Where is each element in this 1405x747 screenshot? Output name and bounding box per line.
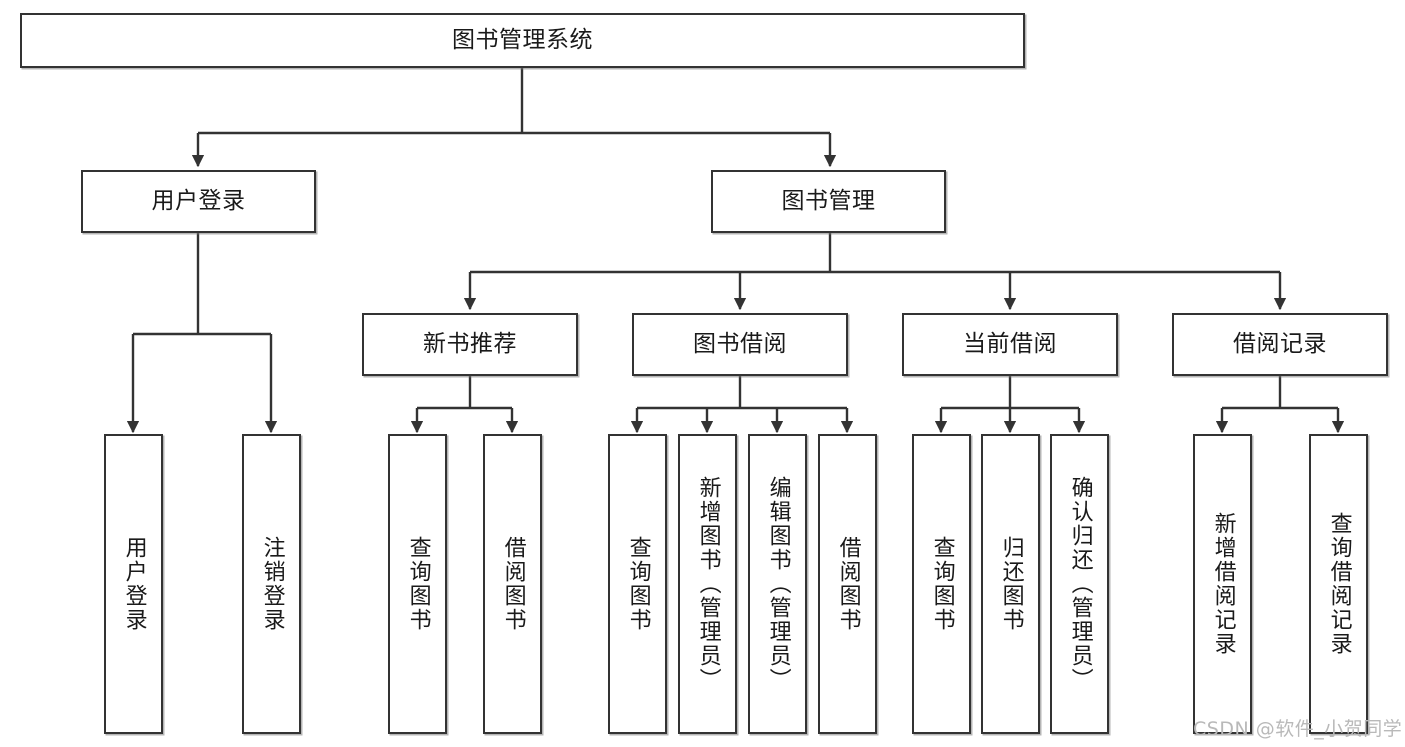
node-label: 借阅图书 bbox=[500, 536, 526, 632]
node-new-book-recommend[interactable]: 新书推荐 bbox=[362, 313, 578, 376]
node-label: 确认归还（管理员） bbox=[1067, 476, 1093, 692]
node-label: 新增图书（管理员） bbox=[695, 476, 721, 692]
node-root-system[interactable]: 图书管理系统 bbox=[20, 13, 1025, 68]
node-label: 查询图书 bbox=[929, 536, 955, 632]
node-label: 当前借阅 bbox=[963, 330, 1057, 357]
node-label: 图书借阅 bbox=[693, 330, 787, 357]
node-label: 新书推荐 bbox=[423, 330, 517, 357]
leaf-user-login-logout[interactable]: 注销登录 bbox=[242, 434, 301, 734]
node-current-borrow[interactable]: 当前借阅 bbox=[902, 313, 1118, 376]
node-label: 图书管理系统 bbox=[452, 26, 593, 53]
node-label: 新增借阅记录 bbox=[1210, 512, 1236, 656]
node-label: 查询图书 bbox=[405, 536, 431, 632]
node-book-management[interactable]: 图书管理 bbox=[711, 170, 946, 233]
leaf-new-book-borrow[interactable]: 借阅图书 bbox=[483, 434, 542, 734]
leaf-book-borrow-query[interactable]: 查询图书 bbox=[608, 434, 667, 734]
leaf-current-borrow-confirm-return[interactable]: 确认归还（管理员） bbox=[1050, 434, 1109, 734]
leaf-book-borrow-add[interactable]: 新增图书（管理员） bbox=[678, 434, 737, 734]
node-label: 图书管理 bbox=[781, 187, 876, 214]
leaf-book-borrow-edit[interactable]: 编辑图书（管理员） bbox=[748, 434, 807, 734]
node-label: 注销登录 bbox=[259, 536, 285, 632]
node-borrow-record[interactable]: 借阅记录 bbox=[1172, 313, 1388, 376]
leaf-new-book-query[interactable]: 查询图书 bbox=[388, 434, 447, 734]
leaf-borrow-record-add[interactable]: 新增借阅记录 bbox=[1193, 434, 1252, 734]
node-label: 查询图书 bbox=[625, 536, 651, 632]
node-label: 借阅图书 bbox=[835, 536, 861, 632]
node-label: 查询借阅记录 bbox=[1326, 512, 1352, 656]
leaf-book-borrow-lend[interactable]: 借阅图书 bbox=[818, 434, 877, 734]
node-label: 归还图书 bbox=[998, 536, 1024, 632]
csdn-watermark: CSDN @软件_小贺同学 bbox=[1193, 718, 1403, 740]
leaf-current-borrow-query[interactable]: 查询图书 bbox=[912, 434, 971, 734]
node-label: 编辑图书（管理员） bbox=[765, 476, 791, 692]
node-label: 用户登录 bbox=[151, 187, 246, 214]
leaf-current-borrow-return[interactable]: 归还图书 bbox=[981, 434, 1040, 734]
leaf-borrow-record-query[interactable]: 查询借阅记录 bbox=[1309, 434, 1368, 734]
leaf-user-login-login[interactable]: 用户登录 bbox=[104, 434, 163, 734]
node-label: 用户登录 bbox=[121, 536, 147, 632]
node-book-borrow[interactable]: 图书借阅 bbox=[632, 313, 848, 376]
node-label: 借阅记录 bbox=[1233, 330, 1327, 357]
node-user-login[interactable]: 用户登录 bbox=[81, 170, 316, 233]
